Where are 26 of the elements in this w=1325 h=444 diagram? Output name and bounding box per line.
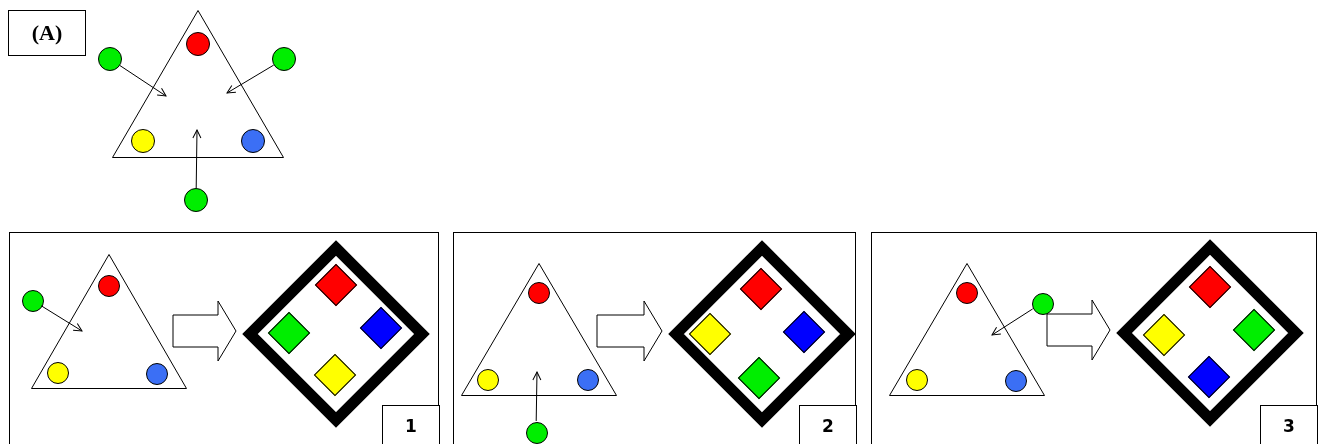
token-circle <box>1032 293 1054 315</box>
token-circle <box>526 422 548 444</box>
triangle-outline <box>112 10 284 158</box>
figure-label: (A) <box>8 10 86 56</box>
token-circle <box>272 47 296 71</box>
block-arrow <box>172 300 237 362</box>
block-arrow <box>596 300 663 362</box>
arrow <box>226 64 275 94</box>
arrow <box>119 65 167 97</box>
arrow <box>532 371 542 422</box>
triangle-outline <box>31 254 187 389</box>
panel-frame <box>871 232 1317 444</box>
panel-number: 3 <box>1260 405 1318 444</box>
token-circle <box>184 188 208 212</box>
panel-number: 1 <box>382 405 440 444</box>
triangle-outline <box>461 263 617 396</box>
panel-frame <box>453 232 856 444</box>
arrow <box>991 308 1034 336</box>
token-circle <box>98 47 122 71</box>
arrow <box>40 305 83 332</box>
token-circle <box>22 290 44 312</box>
panel-number: 2 <box>799 405 857 444</box>
panel-frame <box>9 232 439 444</box>
arrow <box>192 129 202 189</box>
triangle-outline <box>889 263 1045 396</box>
block-arrow <box>1046 299 1111 361</box>
